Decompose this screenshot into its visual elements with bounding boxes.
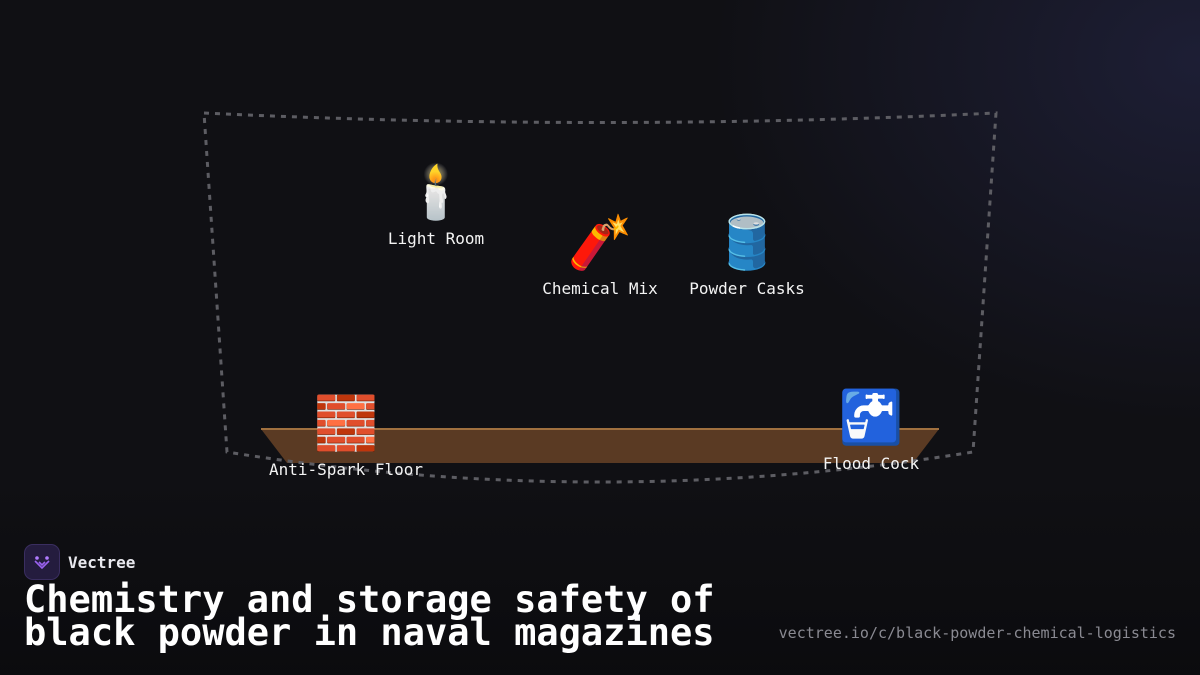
node-label: Powder Casks <box>689 279 805 298</box>
node-anti-spark-floor: 🧱 Anti-Spark Floor <box>269 394 423 479</box>
node-label: Light Room <box>387 229 485 248</box>
node-flood-cock: 🚰 Flood Cock <box>823 388 919 473</box>
node-light-room: 🕯️ Light Room <box>388 163 484 248</box>
firecracker-icon: 🧨 <box>567 213 633 273</box>
oil-drum-icon: 🛢️ <box>714 213 780 273</box>
deck-floor <box>261 429 939 463</box>
brick-icon: 🧱 <box>313 394 379 454</box>
brand: Vectree <box>24 544 135 580</box>
node-powder-casks: 🛢️ Powder Casks <box>689 213 805 298</box>
brand-name: Vectree <box>68 552 136 572</box>
node-chemical-mix: 🧨 Chemical Mix <box>542 213 658 298</box>
node-label: Anti-Spark Floor <box>268 460 424 479</box>
page-title: Chemistry and storage safety of black po… <box>24 578 784 654</box>
title-line-1: Chemistry and storage safety of <box>24 578 715 621</box>
candle-icon: 🕯️ <box>403 163 469 223</box>
title-line-2: black powder in naval magazines <box>24 611 715 654</box>
node-label: Flood Cock <box>822 454 920 473</box>
vectree-logo-icon <box>24 544 60 580</box>
hull-outline <box>202 111 998 484</box>
faucet-icon: 🚰 <box>838 388 904 448</box>
node-label: Chemical Mix <box>542 279 658 298</box>
source-url: vectree.io/c/black-powder-chemical-logis… <box>778 624 1176 642</box>
